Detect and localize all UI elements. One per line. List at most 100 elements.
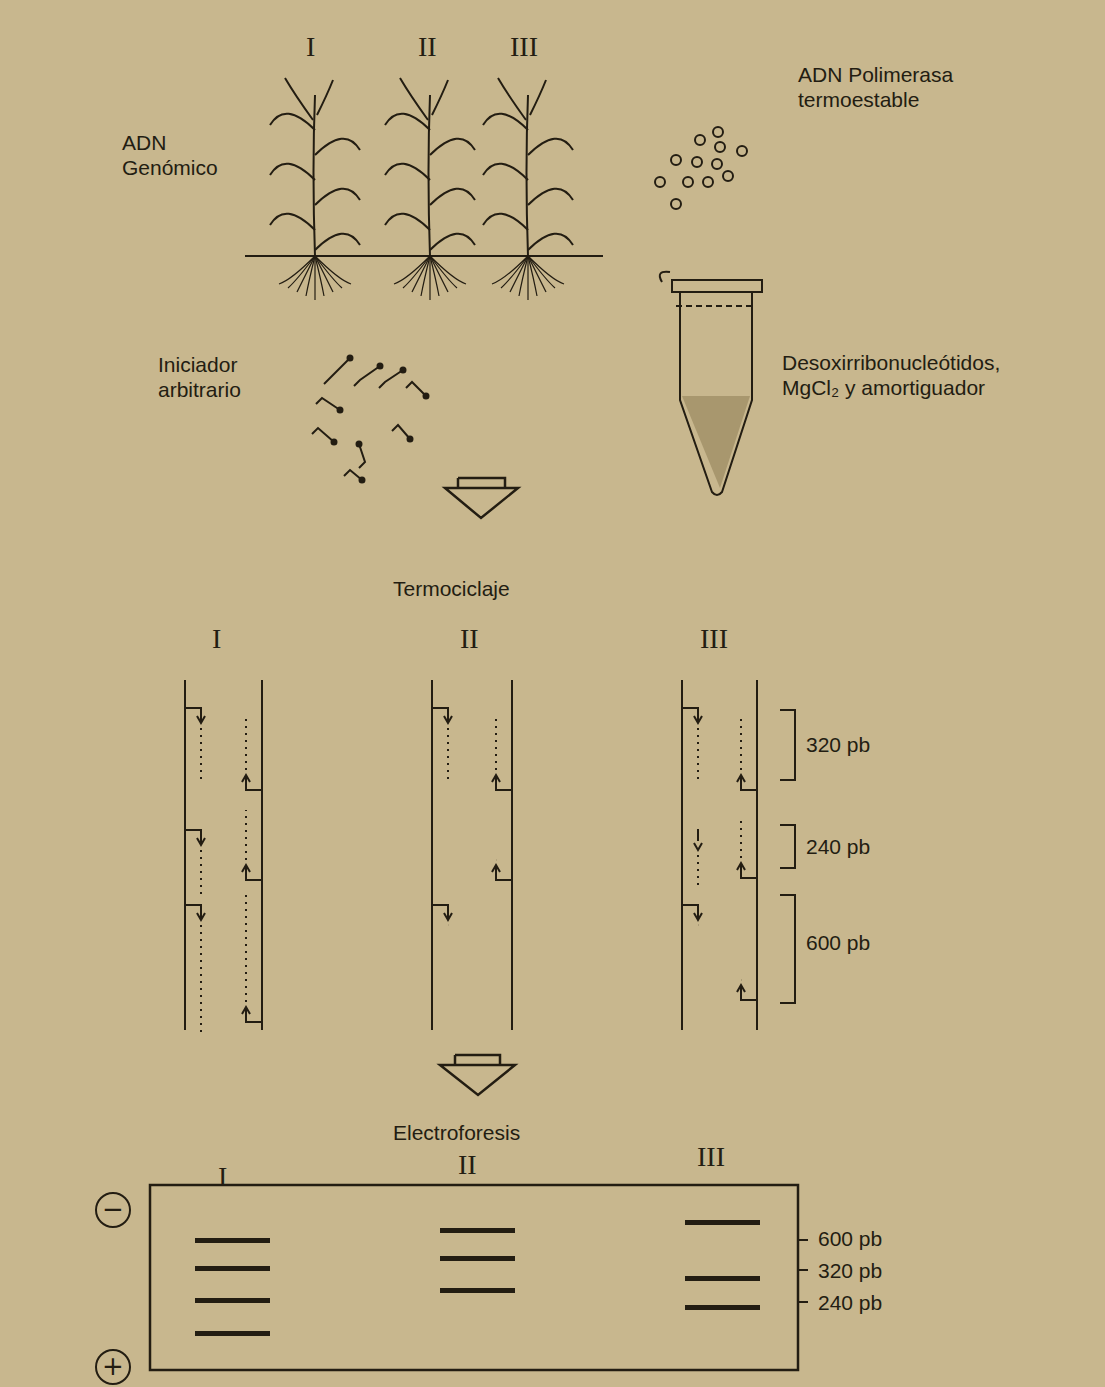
primer-head	[242, 865, 250, 872]
polymerase-dot	[712, 159, 722, 169]
primer-head	[424, 394, 429, 399]
text-label: 240 pb	[806, 834, 870, 859]
plant-leaf	[270, 114, 315, 130]
plant-stem	[527, 95, 529, 256]
primer-head	[360, 478, 365, 483]
text-label: Electroforesis	[393, 1120, 520, 1145]
text-label: ADN Genómico	[122, 130, 247, 180]
plant-root	[430, 256, 466, 284]
plant-root	[421, 256, 430, 296]
primer-head	[694, 913, 702, 920]
plant-root	[528, 256, 564, 284]
sample-number: II	[460, 622, 479, 656]
extension	[200, 728, 202, 783]
extension	[200, 925, 202, 1035]
text-label: 320 pb	[818, 1258, 882, 1283]
extension	[697, 855, 699, 885]
primer-head	[694, 843, 702, 850]
primer-head	[444, 716, 452, 723]
plant-root	[528, 256, 546, 292]
dna-strand	[261, 680, 263, 1030]
extension	[245, 810, 247, 860]
gel-band	[195, 1266, 270, 1271]
plant-root	[430, 256, 448, 292]
plant-root	[297, 256, 315, 292]
primer	[359, 444, 365, 468]
plant-root	[314, 256, 315, 300]
gel-band	[195, 1331, 270, 1336]
primer-head	[338, 408, 343, 413]
plant-leaf	[315, 234, 360, 250]
primer-head	[197, 716, 205, 723]
polymerase-dot	[695, 135, 705, 145]
sample-number: II	[458, 1148, 477, 1182]
gel-band	[685, 1220, 760, 1225]
plant-leaf	[528, 189, 573, 205]
primer	[316, 398, 340, 410]
primer-head	[242, 775, 250, 782]
primer	[406, 382, 426, 396]
plant-leaf	[385, 114, 430, 130]
primer	[379, 370, 403, 388]
dna-strand	[184, 680, 186, 1030]
plant-leaf	[285, 78, 313, 120]
primer-head	[332, 440, 337, 445]
text-label: 320 pb	[806, 732, 870, 757]
gel-band	[440, 1228, 515, 1233]
extension	[740, 715, 742, 770]
primer-head	[242, 1007, 250, 1014]
plant-root	[412, 256, 430, 292]
polymerase-dot	[671, 199, 681, 209]
gel-band	[685, 1305, 760, 1310]
plant-leaf	[483, 164, 528, 180]
gel-band	[685, 1276, 760, 1281]
primer-head	[492, 865, 500, 872]
sample-number: III	[700, 622, 728, 656]
plant-root	[306, 256, 315, 296]
primer-head	[357, 442, 362, 447]
plant-leaf	[270, 214, 315, 230]
gel-band	[440, 1256, 515, 1261]
plant-stem	[429, 95, 431, 256]
plant-leaf	[483, 114, 528, 130]
extension	[740, 818, 742, 858]
primer-head	[197, 913, 205, 920]
text-label: Iniciador arbitrario	[158, 352, 288, 402]
plant-leaf	[317, 80, 333, 115]
text-label: 600 pb	[818, 1226, 882, 1251]
text-label: ADN Polimerasa termoestable	[798, 62, 968, 112]
plant-leaf	[315, 139, 360, 155]
text-label: Desoxirribonucleótidos, MgCl₂ y amortigu…	[782, 350, 1057, 400]
primer-head	[737, 775, 745, 782]
primer-head	[492, 775, 500, 782]
plant-leaf	[270, 164, 315, 180]
plant-leaf	[385, 164, 430, 180]
polymerase-dot	[671, 155, 681, 165]
polymerase-dot	[683, 177, 693, 187]
gel-band	[195, 1298, 270, 1303]
primer	[324, 358, 350, 384]
primer-head	[378, 364, 383, 369]
plant-leaf	[430, 234, 475, 250]
plant-leaf	[315, 189, 360, 205]
sample-number: I	[212, 622, 221, 656]
polymerase-dot	[692, 157, 702, 167]
plant-leaf	[385, 214, 430, 230]
dna-strand	[431, 680, 433, 1030]
polarity-sign: +	[98, 1351, 128, 1382]
primer-stub	[697, 829, 699, 841]
plant-leaf	[528, 139, 573, 155]
text-label: 240 pb	[818, 1290, 882, 1315]
generated-strokes	[185, 78, 757, 1035]
plant-root	[519, 256, 528, 296]
sample-number: II	[418, 30, 437, 64]
plant-root	[527, 256, 528, 300]
gel-band	[195, 1238, 270, 1243]
polymerase-dot	[713, 127, 723, 137]
gel-band	[440, 1288, 515, 1293]
extension	[697, 728, 699, 783]
plant-root	[315, 256, 333, 292]
dna-strand	[756, 680, 758, 1030]
polymerase-dot	[715, 142, 725, 152]
